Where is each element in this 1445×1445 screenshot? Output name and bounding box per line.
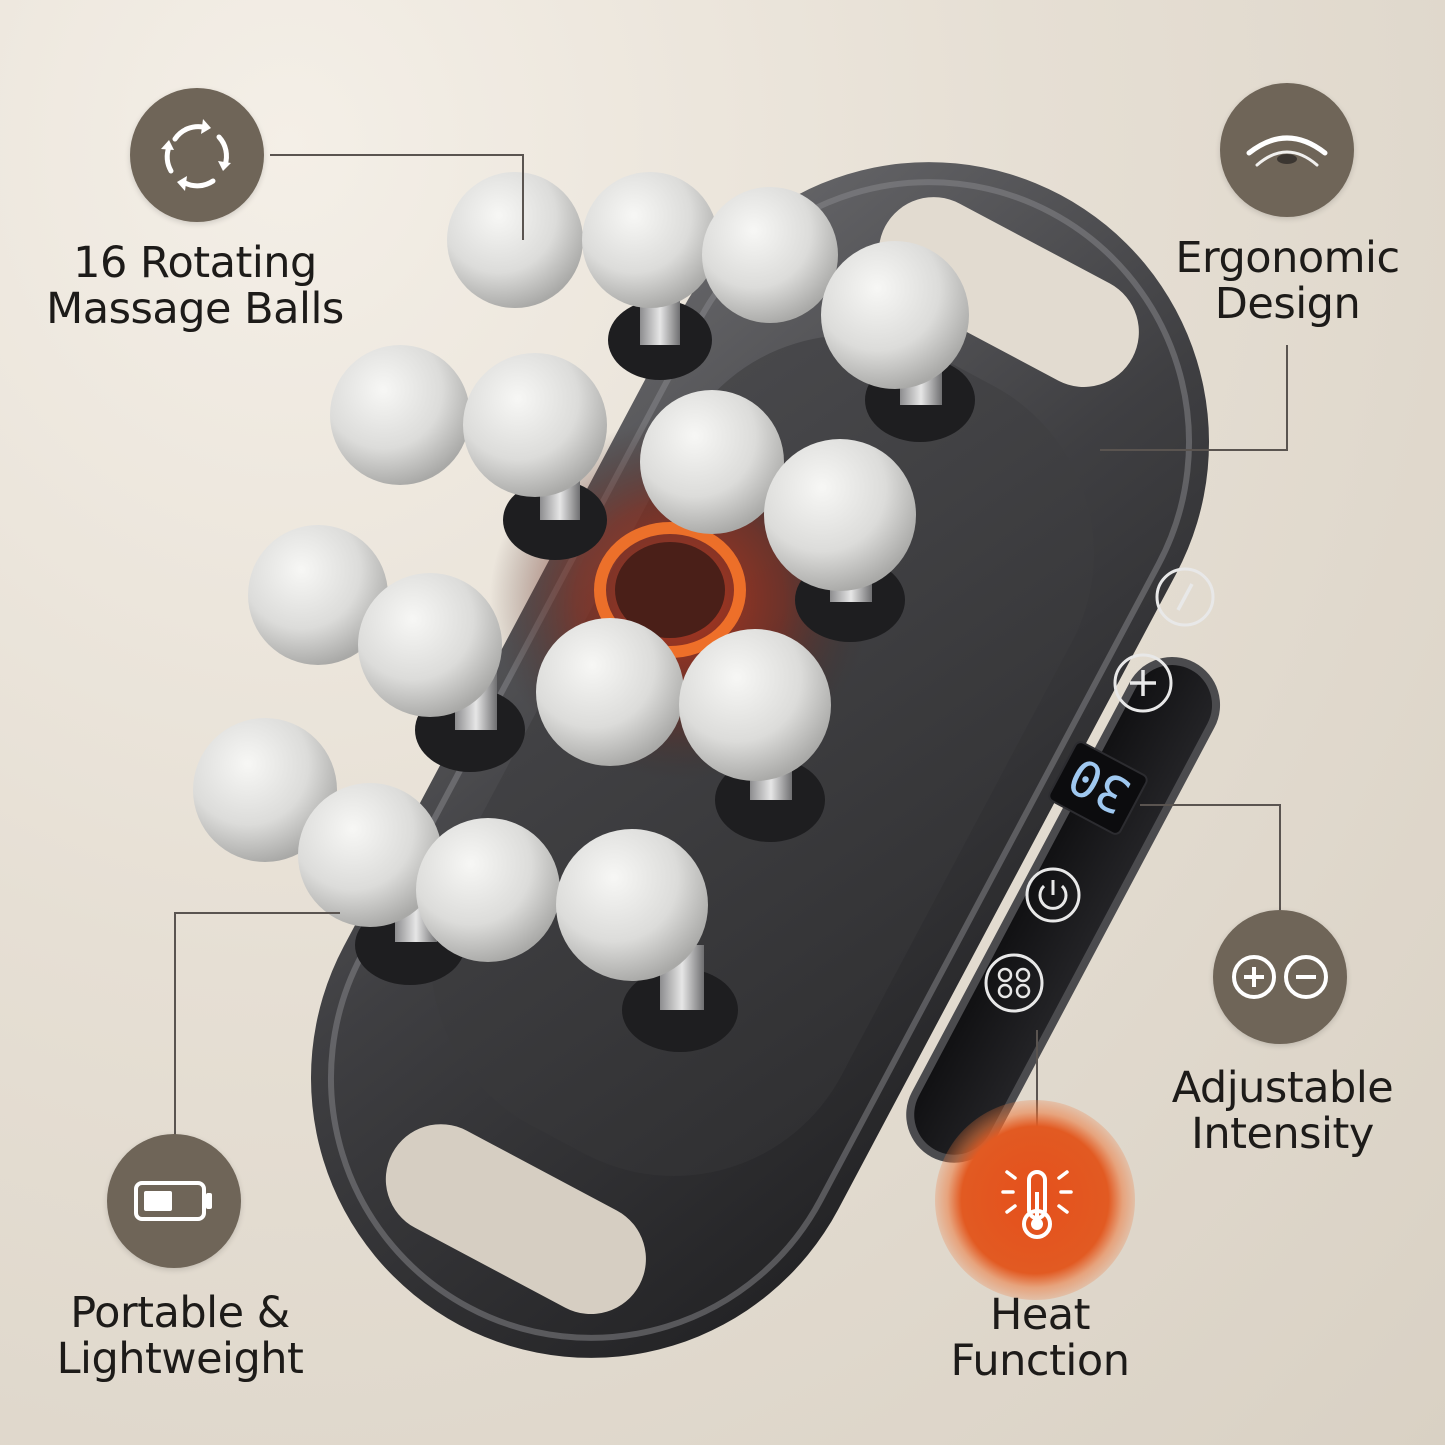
feature-label-adjustable: Adjustable Intensity <box>1171 1063 1394 1159</box>
power-button[interactable] <box>1025 867 1081 923</box>
mode-button[interactable] <box>984 953 1044 1013</box>
rotate-arrows-icon <box>130 88 264 222</box>
ergonomic-curve-icon <box>1220 83 1354 217</box>
battery-icon <box>107 1134 241 1268</box>
leader-lines <box>174 154 1288 1140</box>
feature-label-rotating-balls: 16 Rotating Massage Balls <box>46 238 344 334</box>
thermometer-icon <box>970 1135 1104 1269</box>
feature-label-heat: Heat Function <box>950 1290 1130 1386</box>
control-panel: 30 <box>984 567 1215 1013</box>
plus-button[interactable] <box>1113 653 1173 713</box>
minus-button[interactable] <box>1155 567 1215 627</box>
feature-label-ergonomic: Ergonomic Design <box>1175 233 1400 329</box>
plus-minus-icon <box>1213 910 1347 1044</box>
massage-balls <box>193 172 975 1052</box>
feature-label-portable: Portable & Lightweight <box>56 1288 304 1384</box>
